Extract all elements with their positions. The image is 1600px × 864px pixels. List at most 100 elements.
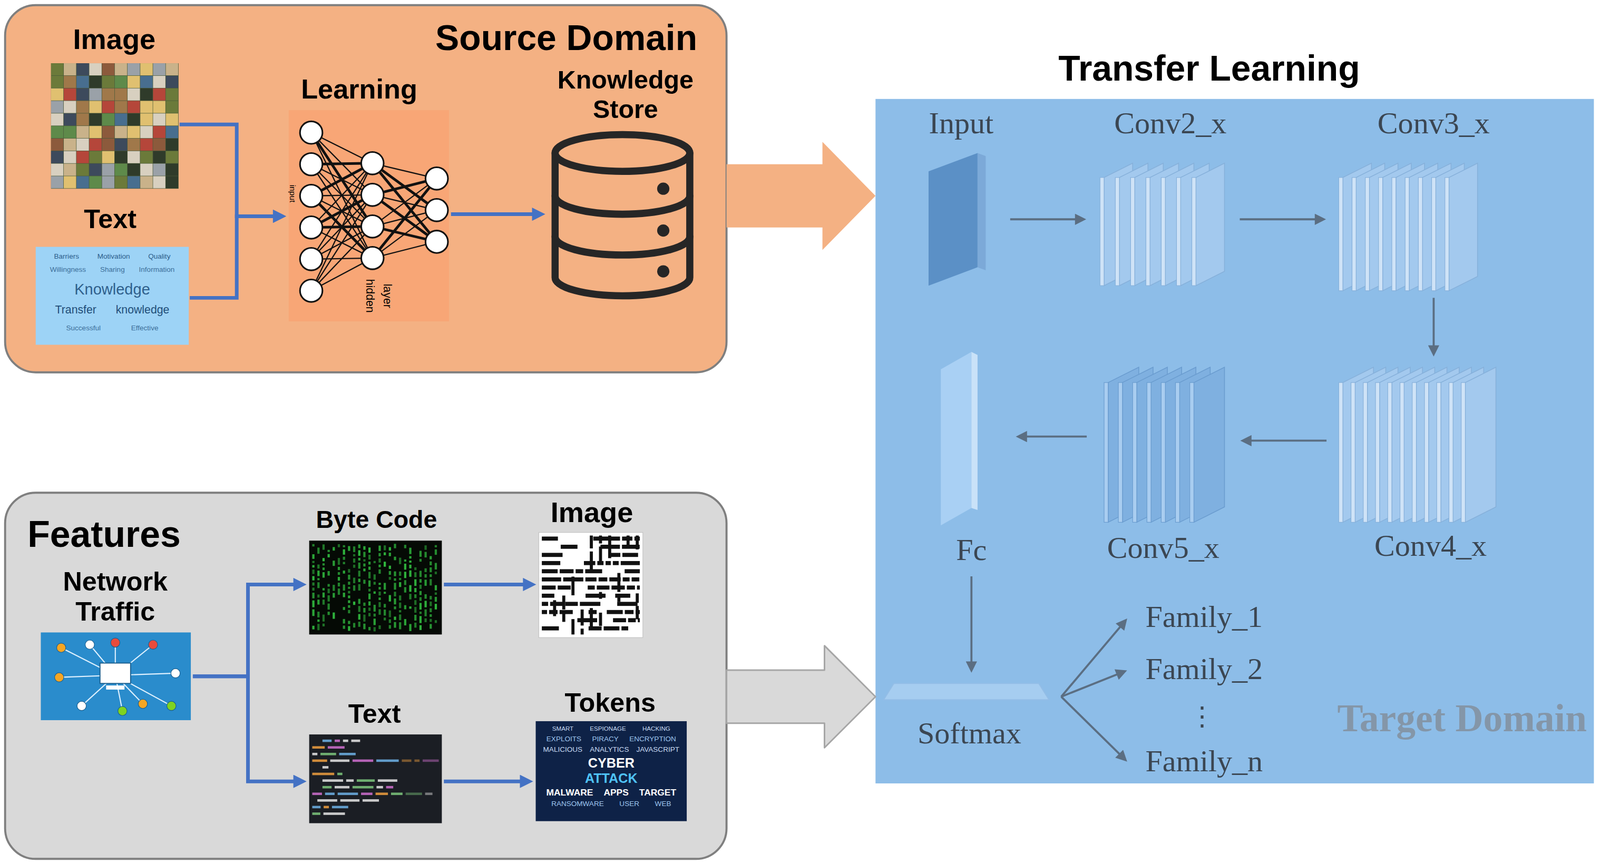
conv-plates — [1145, 177, 1150, 286]
output-class: Family_1 — [1127, 596, 1292, 640]
photo-mosaic — [63, 101, 76, 114]
byte-image-drawing — [612, 561, 619, 566]
byte-code-drawing — [393, 582, 396, 590]
source-domain-panel: Source DomainImageTextLearningKnowledge … — [5, 5, 727, 373]
byte-image-drawing — [635, 593, 639, 603]
byte-code-drawing — [378, 558, 381, 563]
byte-code-drawing — [434, 571, 437, 575]
node-label: Network Traffic — [49, 566, 182, 628]
byte-code-drawing — [408, 623, 412, 631]
byte-image-drawing — [622, 577, 630, 582]
network-traffic-drawing — [110, 638, 120, 648]
conv-plates — [1099, 163, 1225, 286]
byte-code-drawing — [353, 564, 356, 569]
neural-network-drawing — [299, 184, 323, 208]
byte-code-drawing — [368, 567, 371, 571]
conv-plates — [1175, 382, 1180, 523]
node-label: Tokens — [564, 687, 656, 719]
conv-plates — [1099, 177, 1105, 286]
photo-mosaic — [102, 151, 115, 164]
byte-code-drawing — [368, 601, 371, 606]
conv-plates — [1130, 177, 1135, 286]
photo-mosaic — [166, 101, 179, 114]
conv-plates — [1400, 382, 1405, 523]
code-drawing — [422, 759, 439, 763]
softmax-slab — [883, 683, 1050, 700]
byte-code-drawing — [337, 544, 340, 548]
photo-mosaic — [152, 113, 165, 126]
byte-image-drawing — [541, 569, 558, 574]
byte-code-drawing — [347, 581, 350, 585]
node-label: Conv3_x — [1377, 105, 1490, 142]
byte-code-drawing — [368, 554, 371, 560]
transfer-arrow — [726, 646, 876, 749]
byte-code-drawing — [347, 591, 350, 594]
node-label: Conv4_x — [1374, 528, 1487, 564]
flow-arrow — [192, 676, 300, 782]
byte-code-drawing — [368, 580, 371, 588]
byte-image-drawing — [589, 608, 593, 628]
word-cloud-word: Transfer — [55, 304, 97, 317]
node-label: Softmax — [917, 716, 1022, 752]
byte-code-drawing — [429, 579, 432, 586]
code-drawing — [330, 759, 350, 763]
byte-code-drawing — [368, 627, 371, 631]
photo-mosaic — [152, 101, 165, 114]
network-traffic-drawing — [100, 663, 131, 685]
word-cloud-word: Barriers — [54, 252, 80, 261]
byte-code-drawing — [378, 569, 381, 574]
database-cylinder — [554, 236, 690, 256]
byte-code-drawing — [358, 599, 361, 605]
byte-code-drawing — [327, 550, 330, 553]
byte-code-drawing — [419, 579, 422, 583]
token-word: MALICIOUS — [543, 746, 583, 755]
byte-code-drawing — [317, 578, 320, 581]
photo-mosaic — [140, 163, 153, 177]
network-traffic-drawing — [138, 699, 148, 709]
byte-image-drawing — [541, 552, 563, 558]
byte-code-drawing — [378, 602, 381, 608]
neural-network-drawing — [361, 215, 384, 239]
conv-block: Conv4_x — [1326, 357, 1506, 572]
conv-plates — [1118, 382, 1123, 523]
byte-code-drawing — [424, 552, 427, 559]
conv-plates — [1104, 382, 1109, 523]
code-drawing — [320, 753, 337, 756]
byte-image-drawing — [575, 569, 583, 574]
byte-code-drawing — [378, 609, 381, 615]
photo-mosaic — [166, 75, 179, 89]
byte-code-drawing — [424, 609, 427, 617]
byte-code-drawing — [327, 588, 330, 594]
photo-mosaic — [51, 88, 64, 101]
byte-code-drawing — [429, 567, 432, 573]
code-drawing — [317, 799, 338, 803]
conv-plates — [1424, 382, 1429, 523]
byte-image-drawing — [617, 601, 638, 607]
layer-arrow — [1245, 440, 1327, 443]
photo-mosaic — [140, 101, 153, 114]
database-cylinder — [657, 224, 670, 237]
byte-code-drawing — [408, 606, 412, 610]
photo-mosaic — [166, 88, 179, 101]
photo-mosaic — [89, 151, 102, 164]
byte-image-drawing — [610, 552, 621, 558]
byte-code-drawing — [393, 557, 396, 561]
byte-code-drawing — [383, 609, 386, 616]
byte-code-drawing — [368, 561, 371, 565]
photo-mosaic — [140, 176, 153, 189]
conv-plates — [1176, 177, 1181, 286]
conv-plates — [1351, 382, 1356, 523]
photo-mosaic — [152, 176, 165, 189]
byte-code-drawing — [363, 623, 366, 630]
byte-image-drawing — [635, 535, 639, 550]
byte-code-drawing — [414, 622, 417, 628]
layer-name: input — [288, 184, 298, 203]
word-cloud-word: knowledge — [115, 304, 170, 317]
code-drawing — [322, 779, 344, 783]
code-drawing — [339, 753, 356, 756]
flow-arrow — [179, 124, 280, 217]
database-cylinder — [554, 152, 690, 296]
node-label: Conv2_x — [1114, 105, 1227, 142]
byte-code-drawing — [347, 620, 350, 624]
layer-arrow — [1239, 218, 1321, 221]
